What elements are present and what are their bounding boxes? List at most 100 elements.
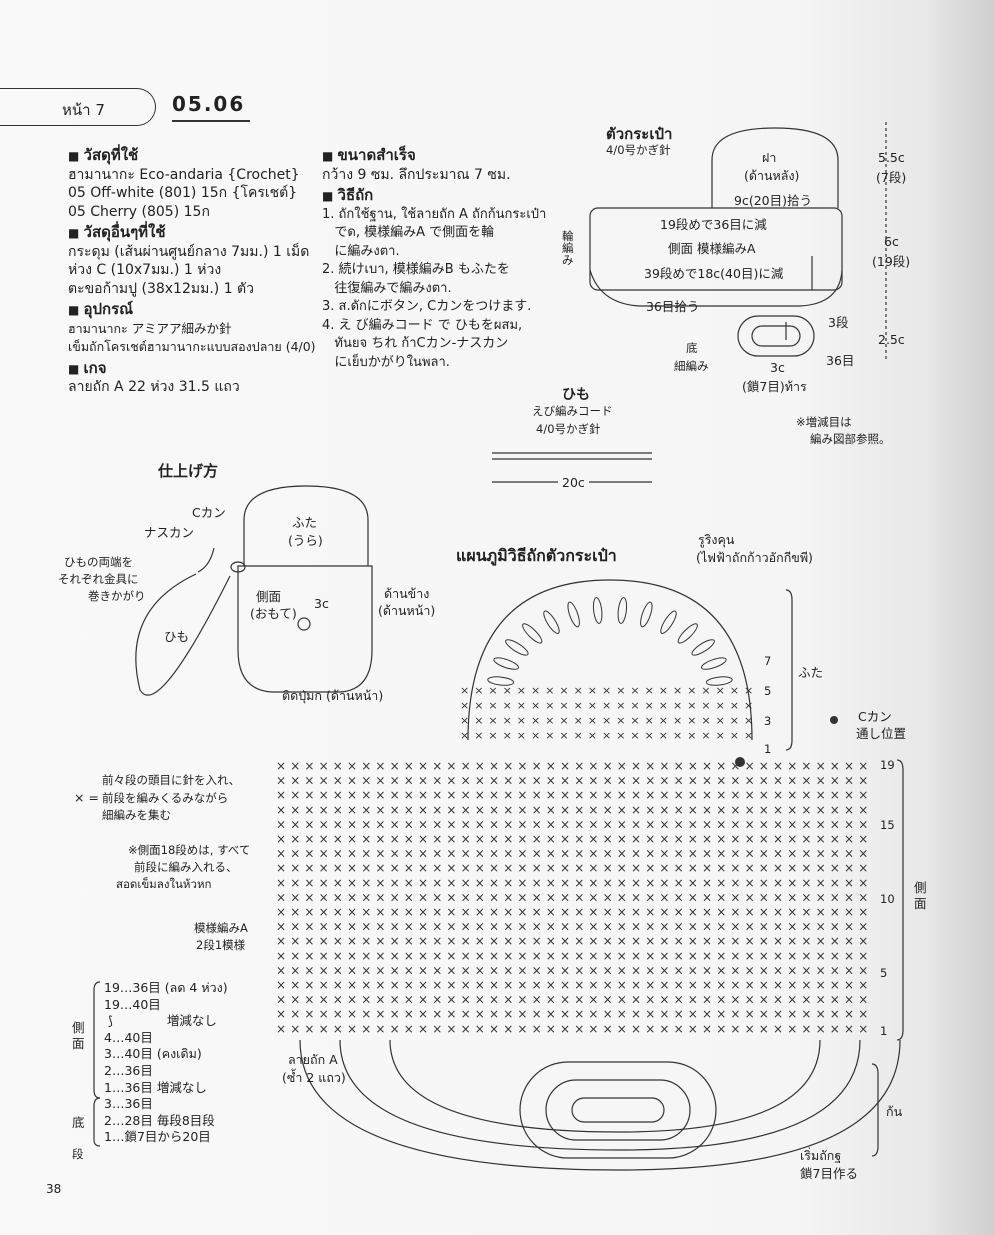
- stitch-mark: ×: [603, 905, 613, 919]
- stitch-mark: ×: [276, 963, 286, 977]
- stitch-mark: ×: [603, 876, 613, 890]
- stitch-mark: ×: [390, 934, 400, 948]
- stitch-mark: ×: [319, 876, 329, 890]
- stitch-mark: ×: [461, 817, 471, 831]
- tools-title: อุปกรณ์: [68, 300, 318, 320]
- bag-title: ตัวกระเป๋า: [606, 125, 673, 143]
- stitch-mark: ×: [560, 832, 570, 846]
- stitch-mark: ×: [617, 1022, 627, 1036]
- finish-lid-sub: (うら): [288, 533, 323, 548]
- stitch-mark: ×: [532, 1007, 542, 1021]
- stitch-mark: ×: [432, 861, 442, 875]
- method-step: でด, 模様編みA で側面を輪: [322, 225, 495, 240]
- stitch-mark: ×: [603, 993, 613, 1007]
- stitch-mark: ×: [730, 993, 740, 1007]
- table-row: 2…28目 毎段8目段: [104, 1112, 215, 1128]
- stitch-mark: ×: [631, 832, 641, 846]
- stitch-mark: ×: [702, 978, 712, 992]
- stitch-mark: ×: [816, 832, 826, 846]
- stitch-mark: ×: [503, 876, 513, 890]
- stitch-mark: ×: [574, 759, 584, 773]
- stitch-mark: ×: [532, 817, 542, 831]
- stitch-mark: ×: [645, 803, 655, 817]
- stitch-mark: ×: [461, 1007, 471, 1021]
- stitch-mark: ×: [404, 788, 414, 802]
- stitch-mark: ×: [844, 1007, 854, 1021]
- stitch-mark: ×: [290, 993, 300, 1007]
- stitch-mark: ×: [560, 788, 570, 802]
- stitch-mark: ×: [787, 832, 797, 846]
- stitch-mark: ×: [787, 803, 797, 817]
- stitch-mark: ×: [276, 847, 286, 861]
- stitch-mark: ×: [489, 920, 499, 934]
- stitch-mark: ×: [631, 978, 641, 992]
- stitch-mark: ×: [716, 699, 725, 712]
- stitch-mark: ×: [844, 788, 854, 802]
- stitch-mark: ×: [702, 905, 712, 919]
- stitch-mark: ×: [347, 949, 357, 963]
- pattern-a-label: ลายถัก A: [288, 1052, 338, 1067]
- stitch-mark: ×: [830, 963, 840, 977]
- stitch-mark: [592, 597, 603, 624]
- stitch-mark: ×: [432, 1022, 442, 1036]
- lid-row-num: 3: [764, 714, 772, 728]
- strap-loop: [135, 573, 231, 696]
- stitch-mark: ×: [630, 714, 639, 727]
- stitch-mark: ×: [319, 832, 329, 846]
- method-step: 4. え び編みコード で ひもをผสม,: [322, 317, 523, 333]
- stitch-mark: ×: [645, 832, 655, 846]
- stitch-mark: ×: [702, 993, 712, 1007]
- stitch-mark: ×: [745, 949, 755, 963]
- stitch-mark: ×: [559, 729, 568, 742]
- stitch-mark: ×: [489, 1007, 499, 1021]
- stitch-mark: ×: [588, 993, 598, 1007]
- stitch-mark: ×: [418, 1022, 428, 1036]
- stitch-mark: ×: [688, 876, 698, 890]
- x-equals: × =: [74, 790, 99, 805]
- stitch-mark: ×: [532, 934, 542, 948]
- stitch-mark: ×: [616, 699, 625, 712]
- stitch-mark: ×: [716, 803, 726, 817]
- stitch-mark: ×: [716, 714, 725, 727]
- stitch-mark: ×: [687, 699, 696, 712]
- stitch-mark: ×: [673, 714, 682, 727]
- stitch-mark: ×: [759, 803, 769, 817]
- stitch-mark: ×: [475, 993, 485, 1007]
- stitch-mark: ×: [361, 803, 371, 817]
- stitch-mark: ×: [603, 949, 613, 963]
- stitch-mark: ×: [744, 714, 753, 727]
- stitch-mark: ×: [574, 993, 584, 1007]
- stitch-mark: ×: [546, 759, 556, 773]
- stitch-mark: ×: [617, 803, 627, 817]
- stitch-mark: ×: [517, 993, 527, 1007]
- stitch-mark: ×: [475, 817, 485, 831]
- stitch-mark: ×: [404, 905, 414, 919]
- stitch-mark: ×: [659, 861, 669, 875]
- stitch-mark: ×: [745, 803, 755, 817]
- stitch-mark: ×: [602, 684, 611, 697]
- stitch-mark: ×: [687, 729, 696, 742]
- stitch-mark: ×: [659, 714, 668, 727]
- stitch-mark: ×: [801, 1007, 811, 1021]
- stitch-mark: ×: [773, 832, 783, 846]
- stitch-mark: ×: [304, 920, 314, 934]
- stitch-mark: ×: [702, 1007, 712, 1021]
- stitch-mark: ×: [474, 684, 483, 697]
- stitch-mark: ×: [645, 759, 655, 773]
- stitch-mark: ×: [304, 832, 314, 846]
- stitch-mark: ×: [531, 714, 540, 727]
- stitch-mark: ×: [461, 934, 471, 948]
- stitch-mark: ×: [617, 978, 627, 992]
- stitch-mark: ×: [560, 817, 570, 831]
- stitch-mark: ×: [787, 978, 797, 992]
- stitch-mark: ×: [532, 876, 542, 890]
- stitch-mark: ×: [603, 934, 613, 948]
- size-method-section: ขนาดสำเร็จ กว้าง 9 ซม. ลึกประมาณ 7 ซม. ว…: [322, 146, 572, 372]
- stitch-mark: ×: [333, 803, 343, 817]
- stitch-mark: ×: [532, 774, 542, 788]
- stitch-mark: ×: [574, 729, 583, 742]
- stitch-mark: ×: [333, 847, 343, 861]
- stitch-mark: ×: [361, 817, 371, 831]
- stitch-mark: [505, 639, 529, 656]
- note-inc-2: 編み図部参照。: [810, 432, 891, 446]
